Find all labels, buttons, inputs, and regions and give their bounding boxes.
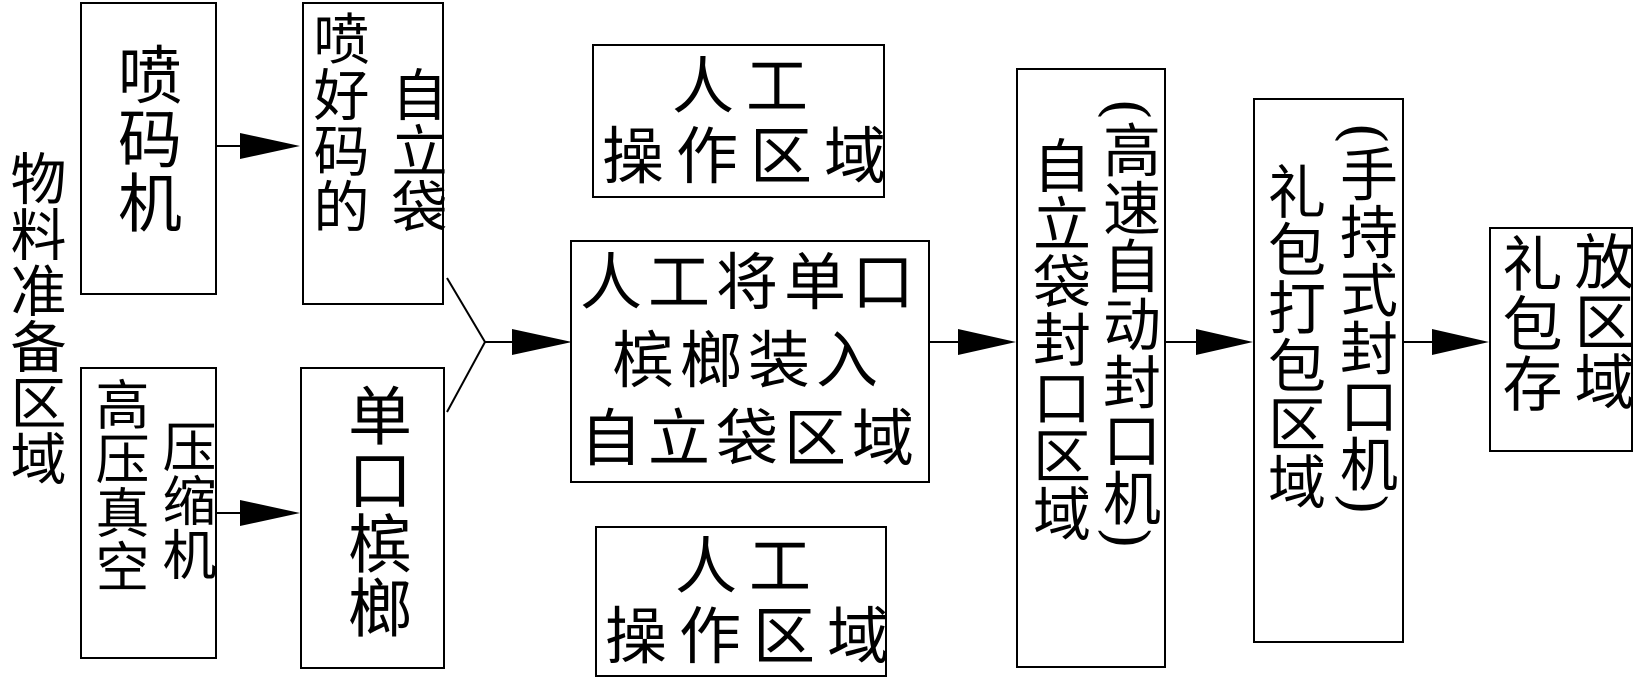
box-single-nut: 单口槟榔 — [300, 367, 445, 669]
packing-col-right: (手持式封口机) — [1330, 122, 1398, 516]
compressor-col-right: 压缩机 — [153, 419, 216, 581]
printer-label: 喷码机 — [107, 42, 181, 234]
loading-line1: 人工将单口 — [580, 246, 921, 319]
compressor-col-left: 高压真空 — [86, 377, 149, 593]
manual-top-line1: 人工 — [672, 50, 821, 123]
manual-bottom-line2: 操作区域 — [605, 600, 902, 673]
single-nut-label: 单口槟榔 — [337, 383, 411, 639]
arrowhead-compressor-to-nut — [240, 500, 300, 526]
sealing-col-left: 自立袋封口区域 — [1023, 136, 1091, 542]
arrowhead-packing-to-storage — [1432, 329, 1489, 355]
merge-line-bottom — [446, 341, 486, 413]
loading-line3: 自立袋区域 — [580, 402, 921, 475]
printed-pouch-col-left: 喷好码的 — [304, 10, 369, 234]
arrowhead-merge-to-loading — [512, 329, 572, 355]
packing-col-left: 礼包打包区域 — [1258, 162, 1326, 510]
box-compressor: 压缩机 高压真空 — [80, 367, 217, 659]
manual-top-line2: 操作区域 — [602, 120, 899, 193]
merge-line-top — [446, 277, 486, 343]
box-printed-pouch: 自立袋 喷好码的 — [302, 2, 447, 305]
box-loading: 人工将单口 槟榔装入 自立袋区域 — [570, 240, 930, 483]
storage-col-left: 礼包存 — [1492, 233, 1562, 413]
box-packing: (手持式封口机) 礼包打包区域 — [1253, 98, 1404, 643]
box-sealing: (高速自动封口机) 自立袋封口区域 — [1016, 68, 1166, 668]
box-manual-top: 人工 操作区域 — [592, 44, 886, 198]
manual-bottom-line1: 人工 — [675, 530, 824, 603]
arrowhead-loading-to-sealing — [958, 329, 1016, 355]
arrowhead-printer-to-pouch — [240, 133, 300, 159]
printed-pouch-col-right: 自立袋 — [382, 66, 447, 234]
storage-col-right: 放区域 — [1564, 231, 1634, 411]
arrowhead-sealing-to-packing — [1196, 329, 1253, 355]
sealing-col-right: (高速自动封口机) — [1093, 98, 1161, 550]
box-storage: 放区域 礼包存 — [1489, 227, 1634, 452]
box-printer: 喷码机 — [80, 2, 217, 295]
side-label-material-prep: 物料准备区域 — [1, 150, 66, 486]
box-manual-bottom: 人工 操作区域 — [595, 526, 889, 677]
loading-line2: 槟榔装入 — [612, 324, 885, 397]
